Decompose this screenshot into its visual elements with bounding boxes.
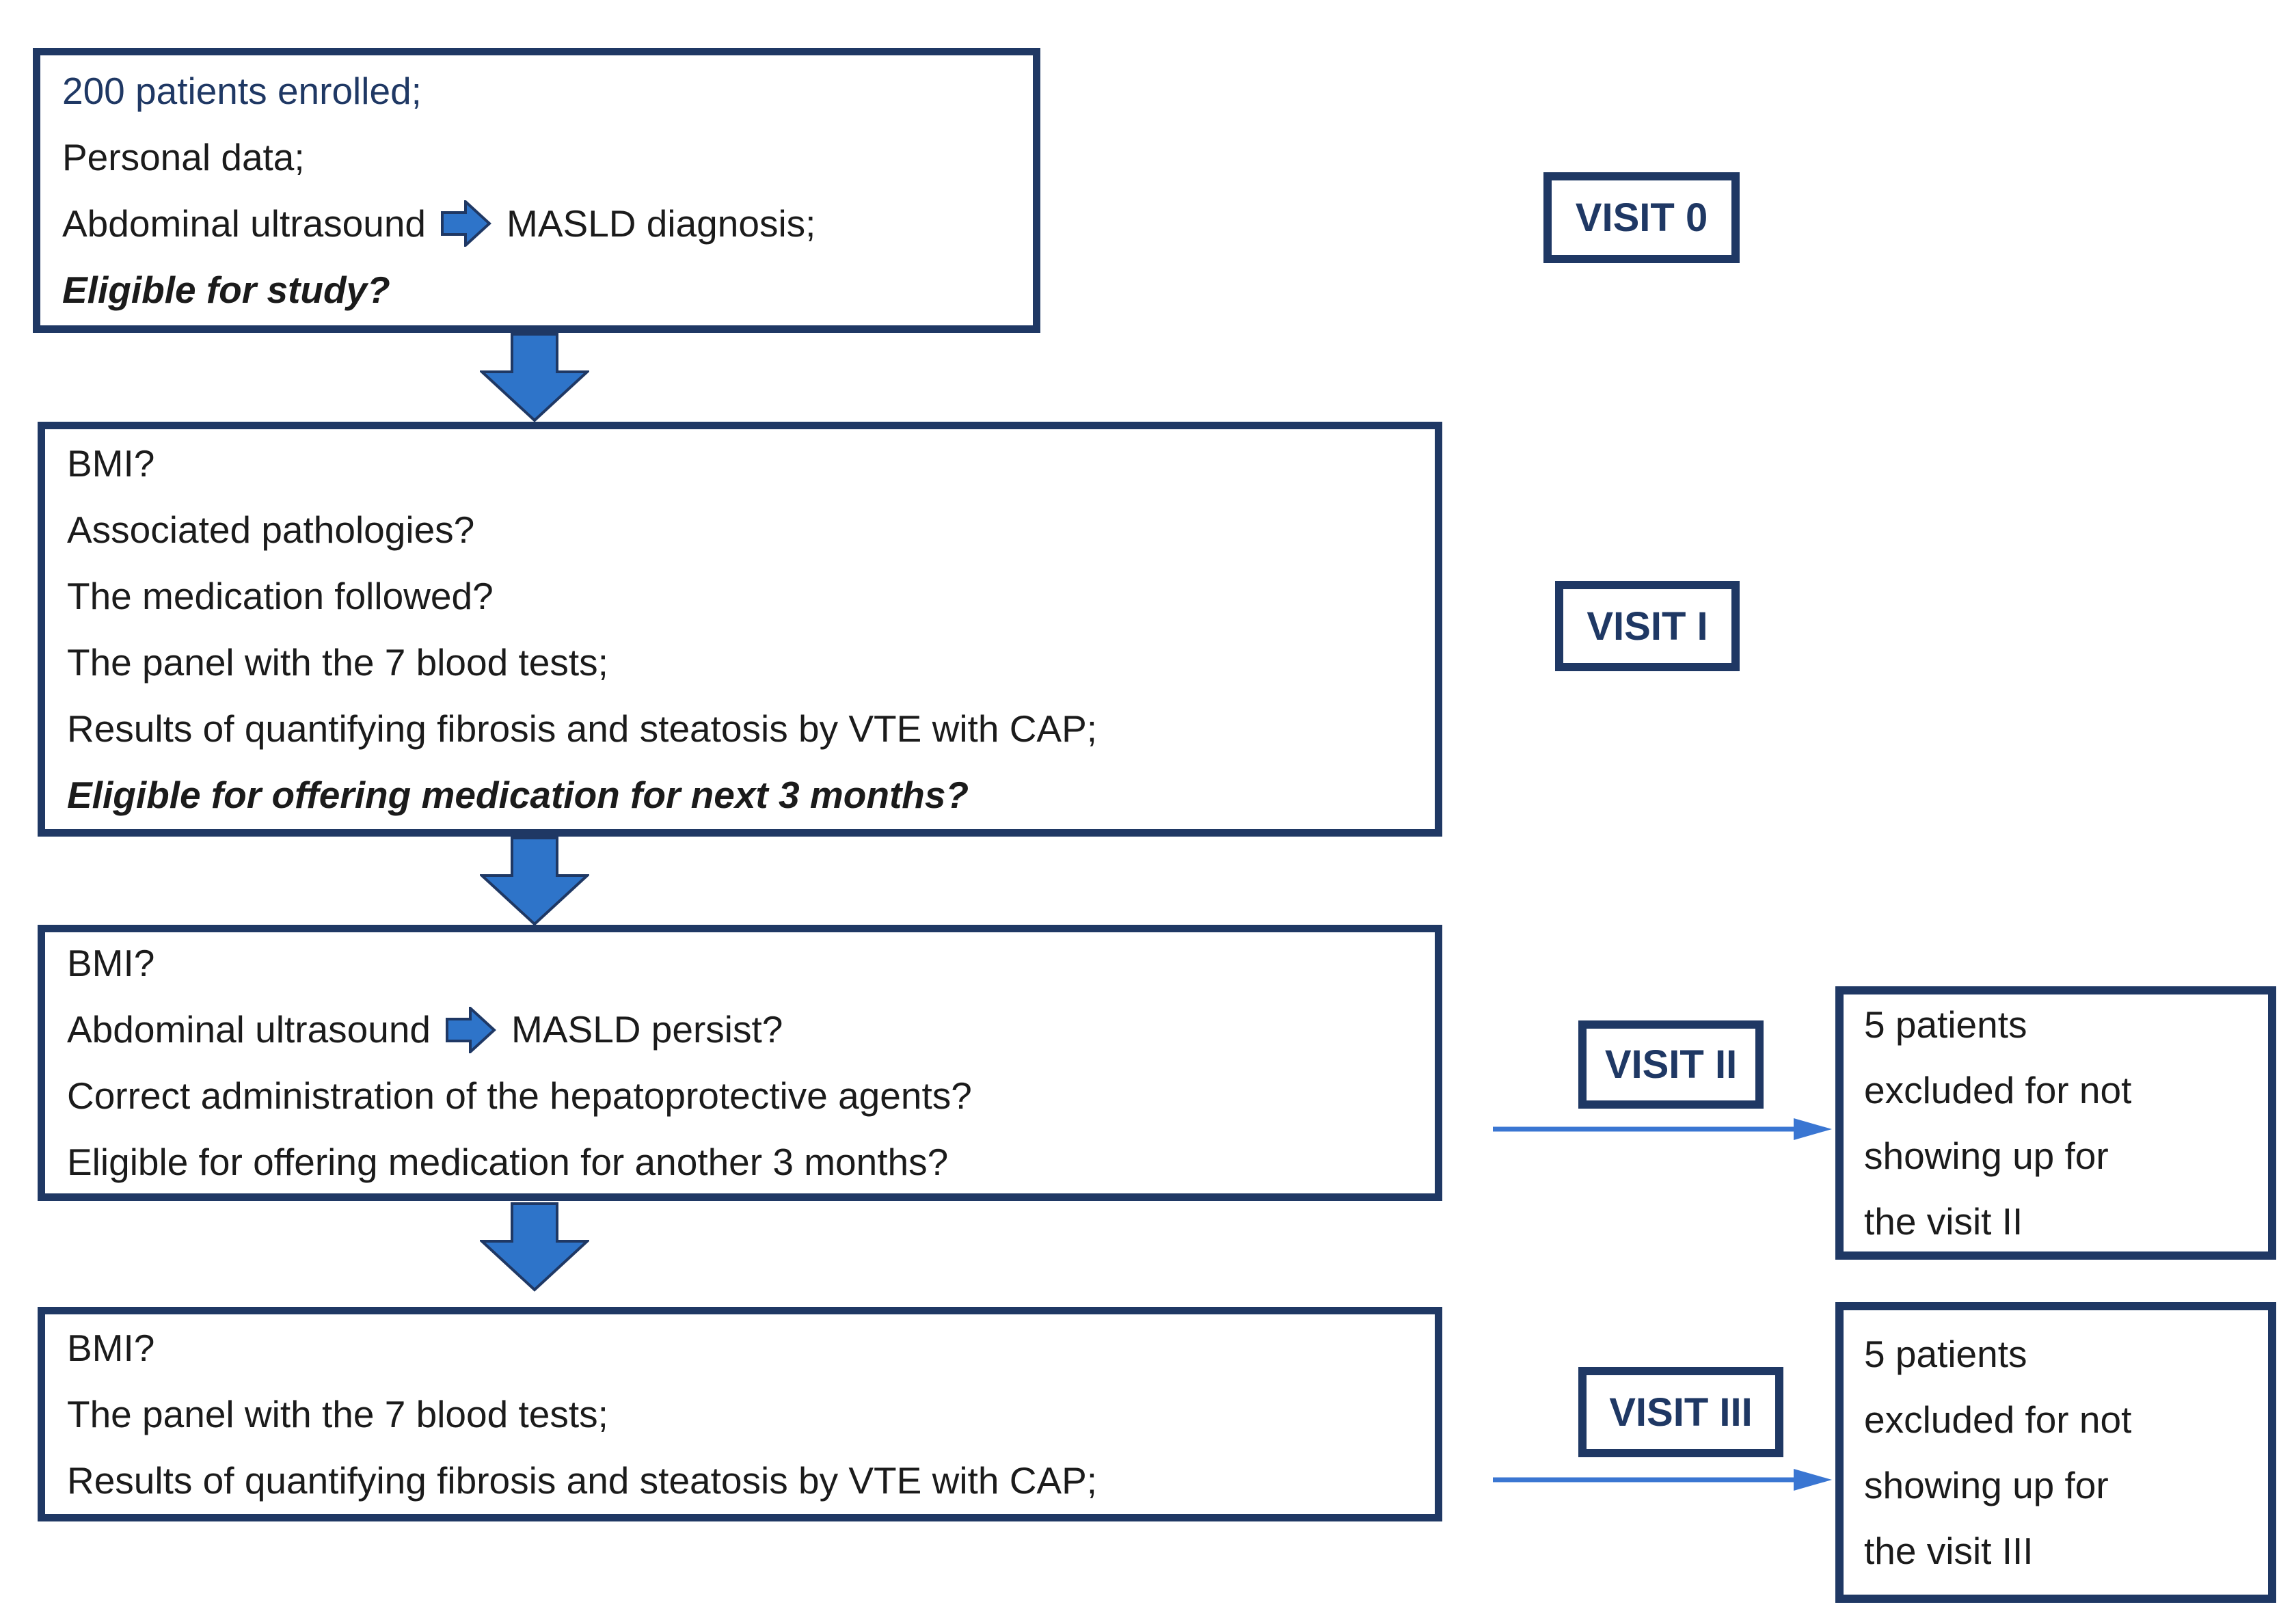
visit2-line-1: BMI? (67, 942, 155, 984)
enrollment-line-3-pre: Abdominal ultrasound (62, 202, 427, 245)
enrollment-line-1: 200 patients enrolled; (62, 69, 422, 112)
visit2-label: VISIT II (1578, 1020, 1764, 1109)
excluded-visit3-line-1: 5 patients (1864, 1333, 2027, 1375)
down-arrow-icon (480, 1202, 589, 1292)
excluded-visit2-line-2: excluded for not (1864, 1069, 2132, 1111)
visit3-line-2: The panel with the 7 blood tests; (67, 1392, 608, 1435)
excluded-visit3-line-2: excluded for not (1864, 1398, 2132, 1441)
enrollment-line-3-post: MASLD diagnosis; (507, 202, 816, 245)
visit0-label: VISIT 0 (1543, 172, 1740, 263)
connector-arrow-icon (1493, 1469, 1832, 1491)
visit1-line-2: Associated pathologies? (67, 508, 475, 551)
enrollment-line-3: Abdominal ultrasound MASLD diagnosis; (62, 191, 1026, 257)
visit3-line-1: BMI? (67, 1326, 155, 1369)
down-arrow-icon (480, 837, 589, 926)
visit2-box: BMI? Abdominal ultrasound MASLD persist?… (38, 925, 1442, 1201)
visit1-line-5: Results of quantifying fibrosis and stea… (67, 707, 1098, 750)
visit2-line-2-post: MASLD persist? (511, 1008, 783, 1051)
visit1-line-1: BMI? (67, 442, 155, 485)
excluded-visit3-line-4: the visit III (1864, 1530, 2034, 1572)
visit2-line-2-pre: Abdominal ultrasound (67, 1008, 431, 1051)
visit1-line-4: The panel with the 7 blood tests; (67, 640, 608, 684)
visit3-label: VISIT III (1578, 1367, 1783, 1457)
down-arrow-icon (480, 333, 589, 422)
right-arrow-icon (446, 1006, 496, 1053)
right-arrow-icon (441, 200, 491, 247)
excluded-visit3-box: 5 patients excluded for not showing up f… (1835, 1302, 2276, 1603)
connector-arrow-icon (1493, 1118, 1832, 1140)
visit3-line-3: Results of quantifying fibrosis and stea… (67, 1459, 1098, 1502)
visit1-label: VISIT I (1555, 581, 1740, 671)
visit1-box: BMI? Associated pathologies? The medicat… (38, 422, 1442, 837)
visit3-box: BMI? The panel with the 7 blood tests; R… (38, 1307, 1442, 1521)
visit2-line-3: Correct administration of the hepatoprot… (67, 1074, 972, 1117)
enrollment-line-4: Eligible for study? (62, 268, 390, 311)
visit1-line-3: The medication followed? (67, 574, 494, 617)
enrollment-line-2: Personal data; (62, 135, 305, 178)
excluded-visit2-line-4: the visit II (1864, 1200, 2023, 1243)
enrollment-box: 200 patients enrolled; Personal data; Ab… (33, 48, 1040, 333)
excluded-visit2-line-1: 5 patients (1864, 1003, 2027, 1046)
visit1-line-6: Eligible for offering medication for nex… (67, 773, 969, 816)
excluded-visit2-line-3: showing up for (1864, 1135, 2109, 1177)
excluded-visit3-line-3: showing up for (1864, 1464, 2109, 1506)
visit2-line-4: Eligible for offering medication for ano… (67, 1141, 949, 1183)
excluded-visit2-box: 5 patients excluded for not showing up f… (1835, 986, 2276, 1260)
visit2-line-2: Abdominal ultrasound MASLD persist? (67, 997, 1428, 1063)
